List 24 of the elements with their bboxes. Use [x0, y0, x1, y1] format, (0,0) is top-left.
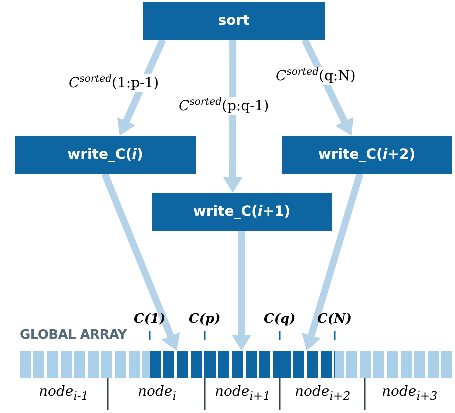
arrow	[223, 40, 243, 193]
process-box: write_C(i)	[15, 136, 196, 174]
edge-label: C$^{sorted}$(p:q-1)	[178, 97, 270, 115]
index-label: C(p)	[189, 312, 221, 327]
process-box: write_C(i+2)	[282, 136, 452, 174]
process-box: write_C(i+1)	[152, 193, 332, 231]
index-label: C(q)	[264, 312, 296, 327]
edge-label: C$^{sorted}$(1:p-1)	[68, 74, 160, 92]
array-heading: GLOBAL ARRAY	[20, 328, 128, 343]
node-label: node$_{i+2}$	[295, 384, 351, 403]
node-label: node$_{i-1}$	[39, 384, 89, 403]
arrow	[102, 172, 180, 351]
arrow	[232, 230, 252, 351]
edge-label: C$^{sorted}$(q:N)	[275, 67, 357, 85]
array-segment	[205, 351, 280, 378]
node-label: node$_{i+1}$	[215, 384, 271, 403]
process-box: sort	[143, 2, 325, 40]
arrow	[302, 173, 364, 351]
array-segment	[280, 351, 335, 378]
node-label: node$_{i+3}$	[382, 384, 438, 403]
node-label: node$_{i}$	[138, 384, 176, 403]
index-label: C(1)	[134, 312, 166, 327]
index-label: C(N)	[318, 312, 352, 327]
array-segment	[150, 351, 205, 378]
